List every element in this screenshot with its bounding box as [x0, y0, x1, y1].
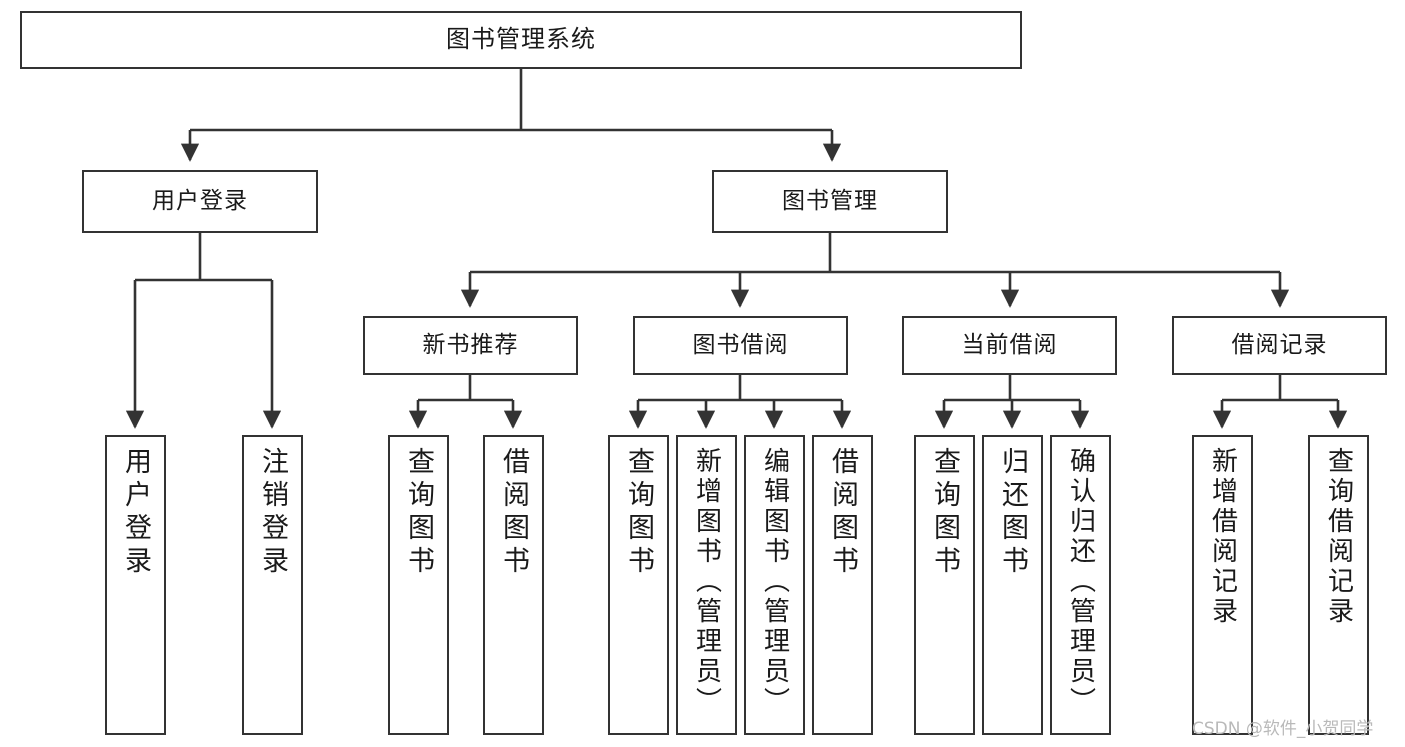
- node-label: 图书管理系统: [446, 25, 596, 54]
- node-label: 用户登录: [152, 188, 248, 215]
- node-leaf-add-book-admin[interactable]: 新增图书（管理员）: [676, 435, 737, 735]
- node-label: 新增借阅记录: [1207, 447, 1238, 627]
- node-book-borrow[interactable]: 图书借阅: [633, 316, 848, 375]
- node-user-login[interactable]: 用户登录: [82, 170, 318, 233]
- node-label: 当前借阅: [961, 332, 1058, 359]
- node-label: 借阅图书: [827, 447, 858, 579]
- node-root-book-management-system[interactable]: 图书管理系统: [20, 11, 1022, 69]
- node-leaf-query-book-borrow[interactable]: 查询图书: [608, 435, 669, 735]
- node-label: 用户登录: [120, 447, 151, 579]
- node-label: 查询借阅记录: [1323, 447, 1354, 627]
- node-label: 注销登录: [257, 447, 288, 579]
- node-label: 借阅记录: [1231, 332, 1328, 359]
- node-label: 图书借阅: [692, 332, 789, 359]
- node-label: 查询图书: [929, 447, 960, 579]
- node-new-book-recommend[interactable]: 新书推荐: [363, 316, 578, 375]
- node-borrow-record[interactable]: 借阅记录: [1172, 316, 1387, 375]
- node-label: 编辑图书（管理员）: [759, 447, 790, 717]
- node-label: 图书管理: [782, 188, 878, 215]
- node-leaf-user-login[interactable]: 用户登录: [105, 435, 166, 735]
- node-current-borrow[interactable]: 当前借阅: [902, 316, 1117, 375]
- node-leaf-confirm-return-admin[interactable]: 确认归还（管理员）: [1050, 435, 1111, 735]
- node-leaf-edit-book-admin[interactable]: 编辑图书（管理员）: [744, 435, 805, 735]
- node-label: 查询图书: [623, 447, 654, 579]
- node-label: 借阅图书: [498, 447, 529, 579]
- node-leaf-return-book[interactable]: 归还图书: [982, 435, 1043, 735]
- node-label: 新增图书（管理员）: [691, 447, 722, 717]
- node-leaf-query-book-recommend[interactable]: 查询图书: [388, 435, 449, 735]
- node-book-management[interactable]: 图书管理: [712, 170, 948, 233]
- node-leaf-add-borrow-record[interactable]: 新增借阅记录: [1192, 435, 1253, 735]
- csdn-watermark: CSDN @软件_小贺同学: [1192, 719, 1374, 739]
- node-leaf-query-book-current[interactable]: 查询图书: [914, 435, 975, 735]
- node-label: 新书推荐: [422, 332, 519, 359]
- node-label: 确认归还（管理员）: [1065, 447, 1096, 717]
- node-leaf-borrow-book-recommend[interactable]: 借阅图书: [483, 435, 544, 735]
- node-leaf-query-borrow-record[interactable]: 查询借阅记录: [1308, 435, 1369, 735]
- node-leaf-logout-login[interactable]: 注销登录: [242, 435, 303, 735]
- node-leaf-borrow-book[interactable]: 借阅图书: [812, 435, 873, 735]
- node-label: 查询图书: [403, 447, 434, 579]
- node-label: 归还图书: [997, 447, 1028, 579]
